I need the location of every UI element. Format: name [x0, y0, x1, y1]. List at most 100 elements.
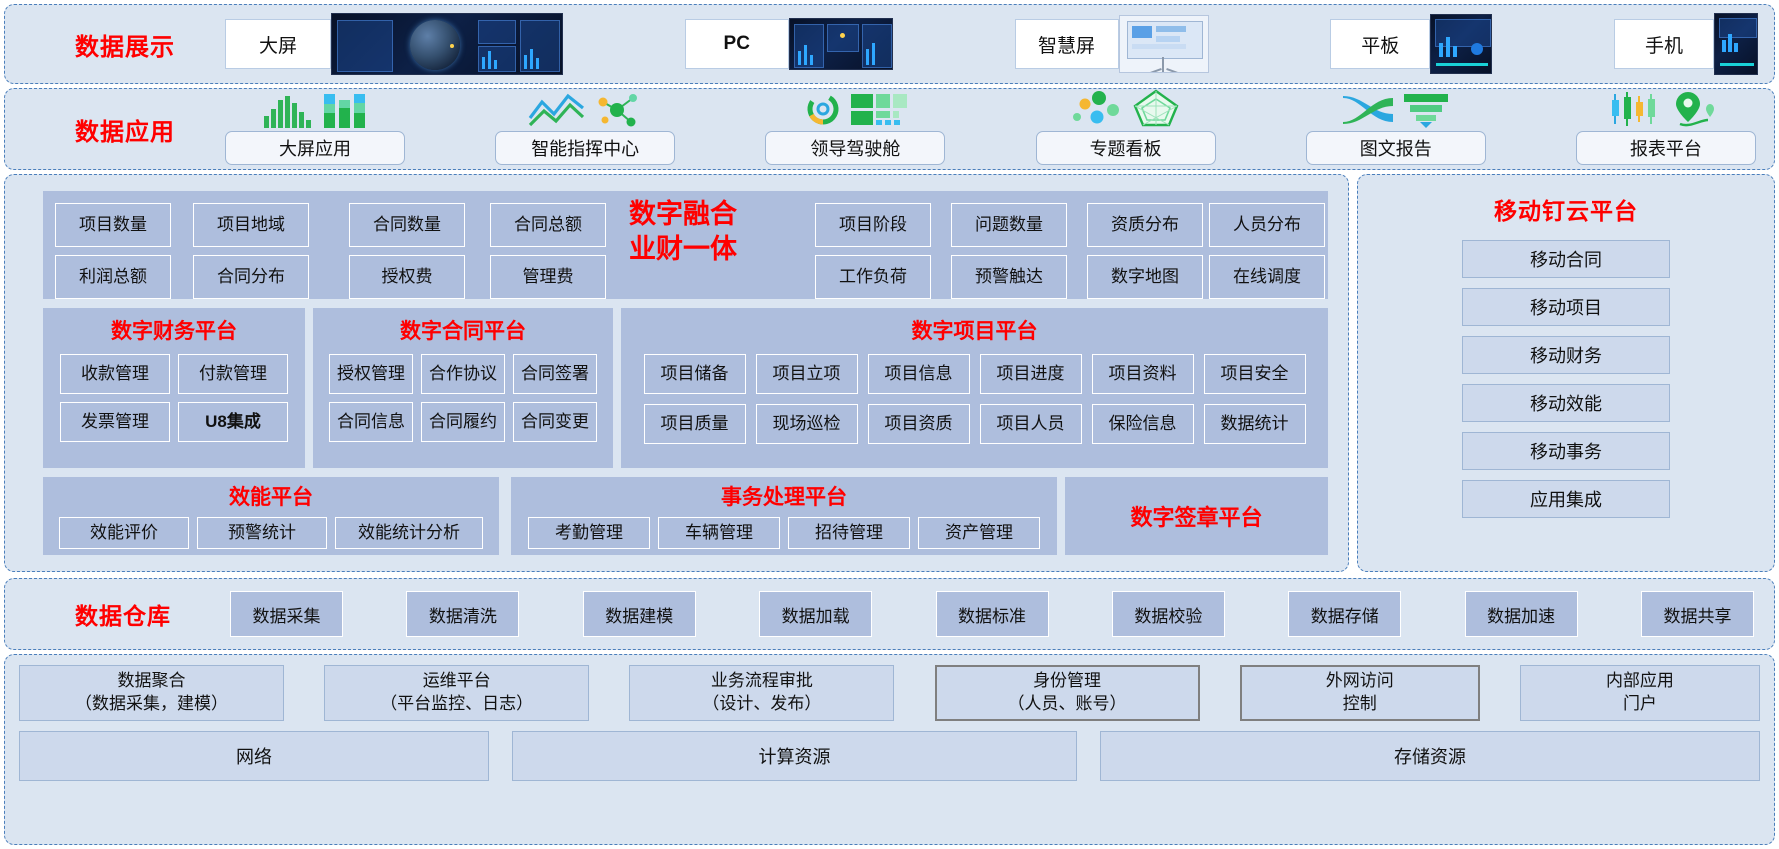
module-chip[interactable]: 招待管理: [788, 517, 910, 549]
resource-compute[interactable]: 计算资源: [512, 731, 1077, 781]
infra-box-workflow-approval[interactable]: 业务流程审批 （设计、发布）: [629, 665, 895, 721]
kpi-chip[interactable]: 授权费: [349, 255, 465, 299]
module-chip[interactable]: 收款管理: [60, 354, 170, 394]
layer-data-warehouse: 数据仓库 数据采集 数据清洗 数据建模 数据加载 数据标准 数据校验 数据存储 …: [4, 578, 1775, 650]
display-device-list: 大屏 PC: [225, 13, 1774, 75]
kpi-chip[interactable]: 合同总额: [490, 203, 606, 247]
kpi-chip[interactable]: 问题数量: [951, 203, 1067, 247]
infra-box-data-aggregation[interactable]: 数据聚合 （数据采集，建模）: [19, 665, 284, 721]
infra-box-external-access-control[interactable]: 外网访问 控制: [1239, 665, 1480, 721]
module-chip[interactable]: 项目安全: [1203, 354, 1306, 394]
module-chip[interactable]: 授权管理: [329, 354, 413, 394]
display-item-tablet[interactable]: 平板: [1330, 14, 1493, 74]
platform-title-affairs: 事务处理平台: [721, 486, 847, 509]
network-node-icon: [598, 93, 637, 126]
mobile-chip[interactable]: 应用集成: [1462, 480, 1670, 518]
kpi-chip[interactable]: 项目地域: [193, 203, 309, 247]
module-chip[interactable]: 数据统计: [1203, 404, 1306, 444]
resource-storage[interactable]: 存储资源: [1100, 731, 1760, 781]
app-item-report[interactable]: 图文报告: [1305, 88, 1486, 165]
warehouse-chip[interactable]: 数据校验: [1111, 591, 1225, 637]
module-chip[interactable]: 效能统计分析: [335, 517, 483, 549]
mobile-chip[interactable]: 移动效能: [1462, 384, 1670, 422]
kpi-chip[interactable]: 项目阶段: [815, 203, 931, 247]
app-item-command-center[interactable]: 智能指挥中心: [495, 88, 676, 165]
module-chip[interactable]: 现场巡检: [755, 404, 858, 444]
display-label-phone: 手机: [1614, 19, 1714, 69]
mobile-chip[interactable]: 移动事务: [1462, 432, 1670, 470]
module-chip[interactable]: 项目人员: [979, 404, 1082, 444]
module-chip[interactable]: 车辆管理: [658, 517, 780, 549]
mobile-chip[interactable]: 移动合同: [1462, 240, 1670, 278]
display-item-bigscreen[interactable]: 大屏: [225, 13, 563, 75]
kpi-chip[interactable]: 工作负荷: [815, 255, 931, 299]
module-chip[interactable]: 预警统计: [197, 517, 327, 549]
platform-digital-seal: 数字签章平台: [1065, 477, 1328, 555]
kpi-chip[interactable]: 合同分布: [193, 255, 309, 299]
warehouse-chip[interactable]: 数据存储: [1288, 591, 1402, 637]
module-chip[interactable]: 项目质量: [643, 404, 746, 444]
module-chip[interactable]: 发票管理: [60, 402, 170, 442]
infra-box-ops-platform[interactable]: 运维平台 （平台监控、日志）: [324, 665, 590, 721]
infra-label-line1: 数据聚合: [117, 671, 186, 691]
smartboard-thumbnail: [1118, 15, 1209, 73]
kpi-chip[interactable]: 资质分布: [1087, 203, 1203, 247]
donut-gauge-icon: [807, 93, 839, 124]
module-chip[interactable]: 项目储备: [643, 354, 746, 394]
warehouse-chip[interactable]: 数据加速: [1464, 591, 1578, 637]
warehouse-chip[interactable]: 数据采集: [230, 591, 343, 637]
module-chip[interactable]: 项目进度: [979, 354, 1082, 394]
kpi-column-7: 资质分布 数字地图: [1087, 203, 1203, 299]
kpi-chip[interactable]: 合同数量: [349, 203, 465, 247]
kpi-chip[interactable]: 数字地图: [1087, 255, 1203, 299]
kpi-chip[interactable]: 在线调度: [1209, 255, 1325, 299]
mobile-chip[interactable]: 移动财务: [1462, 336, 1670, 374]
warehouse-chip[interactable]: 数据标准: [935, 591, 1049, 637]
app-item-cockpit[interactable]: 领导驾驶舱: [765, 88, 946, 165]
kpi-chip[interactable]: 人员分布: [1209, 203, 1325, 247]
display-item-pc[interactable]: PC: [684, 18, 893, 70]
app-item-bigscreen[interactable]: 大屏应用: [225, 88, 405, 165]
display-item-phone[interactable]: 手机: [1614, 13, 1758, 75]
warehouse-chip[interactable]: 数据建模: [582, 591, 696, 637]
module-chip[interactable]: 合同履约: [421, 402, 505, 442]
app-item-reporting-platform[interactable]: 报表平台: [1575, 88, 1756, 165]
module-chip[interactable]: 合作协议: [421, 354, 505, 394]
kpi-chip[interactable]: 项目数量: [55, 203, 171, 247]
warehouse-chip[interactable]: 数据加载: [759, 591, 873, 637]
module-chip[interactable]: 资产管理: [918, 517, 1040, 549]
phone-dashboard-thumbnail: [1714, 13, 1758, 75]
app-label-bigscreen: 大屏应用: [225, 130, 405, 165]
app-item-topic-board[interactable]: 专题看板: [1035, 88, 1216, 165]
core-center-title-line1: 数字融合: [629, 199, 737, 229]
module-chip[interactable]: 付款管理: [178, 354, 288, 394]
module-chip[interactable]: 保险信息: [1091, 404, 1194, 444]
layer-core-platform: 项目数量 利润总额 项目地域 合同分布 合同数量 授权费 合同总额 管理费 数字…: [4, 174, 1349, 572]
map-pin-icon: [1676, 91, 1715, 126]
module-chip[interactable]: U8集成: [178, 402, 288, 442]
module-chip[interactable]: 项目资质: [867, 404, 970, 444]
module-chip[interactable]: 考勤管理: [528, 517, 650, 549]
resource-network[interactable]: 网络: [19, 731, 489, 781]
application-list: 大屏应用: [225, 88, 1774, 171]
kpi-column-2: 项目地域 合同分布: [193, 203, 309, 299]
infra-box-internal-portal[interactable]: 内部应用 门户: [1519, 665, 1760, 721]
display-item-smartboard[interactable]: 智慧屏: [1014, 15, 1209, 73]
infra-box-identity-management[interactable]: 身份管理 （人员、账号）: [934, 665, 1200, 721]
warehouse-chip[interactable]: 数据清洗: [406, 591, 520, 637]
module-chip[interactable]: 合同信息: [329, 402, 413, 442]
kpi-chip[interactable]: 预警触达: [951, 255, 1067, 299]
module-chip[interactable]: 效能评价: [59, 517, 189, 549]
radar-pentagon-icon: [1133, 89, 1179, 126]
module-chip[interactable]: 合同变更: [513, 402, 597, 442]
core-center-title-line2: 业财一体: [629, 234, 737, 265]
kpi-chip[interactable]: 管理费: [490, 255, 606, 299]
kpi-chip[interactable]: 利润总额: [55, 255, 171, 299]
module-chip[interactable]: 项目资料: [1091, 354, 1194, 394]
layer-data-application: 数据应用: [4, 88, 1775, 170]
module-chip[interactable]: 项目立项: [755, 354, 858, 394]
mobile-chip[interactable]: 移动项目: [1462, 288, 1670, 326]
module-chip[interactable]: 项目信息: [867, 354, 970, 394]
module-chip[interactable]: 合同签署: [513, 354, 597, 394]
warehouse-chip[interactable]: 数据共享: [1641, 591, 1754, 637]
